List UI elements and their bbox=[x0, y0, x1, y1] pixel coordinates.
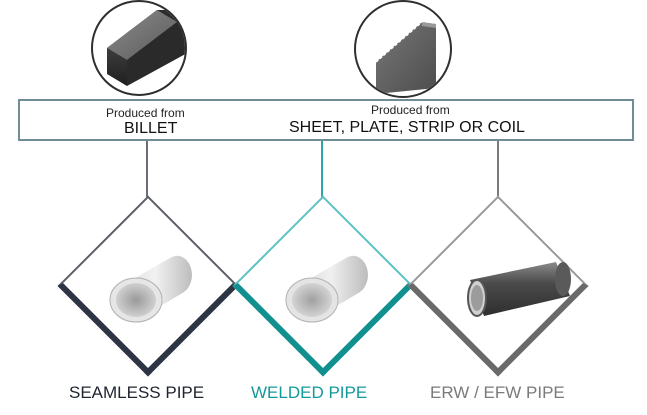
welded-pipe-label: WELDED PIPE bbox=[251, 383, 368, 402]
welded-connector-line bbox=[321, 141, 323, 213]
sheet-plate-strip-coil-label: SHEET, PLATE, STRIP OR COIL bbox=[289, 119, 525, 136]
source-bar: Produced from BILLET Produced from SHEET… bbox=[18, 99, 634, 141]
billet-label: BILLET bbox=[124, 120, 178, 137]
erw-pipe-icon bbox=[467, 262, 571, 317]
sheet-image-circle bbox=[354, 0, 452, 98]
seamless-pipe-icon bbox=[109, 255, 192, 323]
sheet-produced-from-label: Produced from bbox=[371, 103, 450, 117]
welded-pipe-icon bbox=[285, 255, 368, 323]
square-billet-icon bbox=[107, 10, 185, 86]
seamless-pipe-label: SEAMLESS PIPE bbox=[69, 383, 205, 402]
billet-produced-from-label: Produced from bbox=[106, 106, 185, 120]
erw-efw-pipe-label: ERW / EFW PIPE bbox=[430, 383, 565, 402]
billet-image-circle bbox=[91, 0, 187, 96]
seamless-connector-line bbox=[146, 141, 148, 213]
erw-connector-line bbox=[497, 141, 499, 213]
sheet-plate-icon bbox=[375, 21, 437, 94]
